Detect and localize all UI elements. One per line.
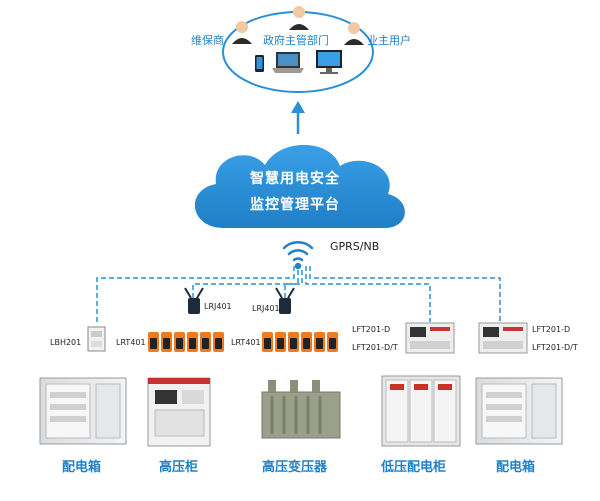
lft201-meter <box>478 322 528 354</box>
person-icon <box>344 22 364 45</box>
person-icon <box>232 21 252 44</box>
equipment-label: 高压柜 <box>159 460 199 475</box>
desktop-icon <box>316 50 342 74</box>
user-label-owner: 业主用户 <box>367 34 411 47</box>
user-label-government: 政府主管部门 <box>263 34 329 47</box>
gateway-lrj401 <box>275 287 295 314</box>
lft201-meter <box>405 322 455 354</box>
equipment-label: 高压变压器 <box>262 460 328 475</box>
low-voltage-cabinet <box>381 375 461 447</box>
transformer <box>261 380 341 439</box>
platform-title-line1: 智慧用电安全 <box>250 171 340 187</box>
wifi-icon <box>282 241 314 270</box>
cloud-shape <box>194 144 405 228</box>
platform-title-line2: 监控管理平台 <box>250 197 340 213</box>
distribution-box <box>475 377 563 445</box>
equipment-label: 配电箱 <box>62 460 102 475</box>
equipment-label: 配电箱 <box>496 460 536 475</box>
lrt401-label: LRT401 <box>116 338 146 347</box>
laptop-icon <box>272 52 304 73</box>
arrow-up-icon <box>291 101 305 134</box>
lrt401-sensors <box>148 332 224 352</box>
lft201-label: LFT201-D/T <box>352 343 398 352</box>
gateway-label: LRJ401 <box>204 302 232 311</box>
lrt401-label: LRT401 <box>231 338 261 347</box>
person-icon <box>289 6 309 30</box>
lft201-label: LFT201-D <box>352 325 391 334</box>
network-lines <box>96 266 501 325</box>
high-voltage-cabinet <box>147 377 211 447</box>
equipment-label: 低压配电柜 <box>381 460 447 475</box>
lrt401-sensors <box>262 332 338 352</box>
distribution-box <box>39 377 127 445</box>
lbh201-label: LBH201 <box>50 338 82 347</box>
network-label: GPRS/NB <box>330 240 380 253</box>
lft201-label: LFT201-D/T <box>532 343 578 352</box>
user-label-maintenance: 维保商 <box>191 34 224 47</box>
gateway-label: LRJ401 <box>252 304 280 313</box>
phone-icon <box>255 55 264 72</box>
lft201-label: LFT201-D <box>532 325 571 334</box>
gateway-lrj401 <box>184 287 204 314</box>
lbh201-device <box>87 326 106 352</box>
